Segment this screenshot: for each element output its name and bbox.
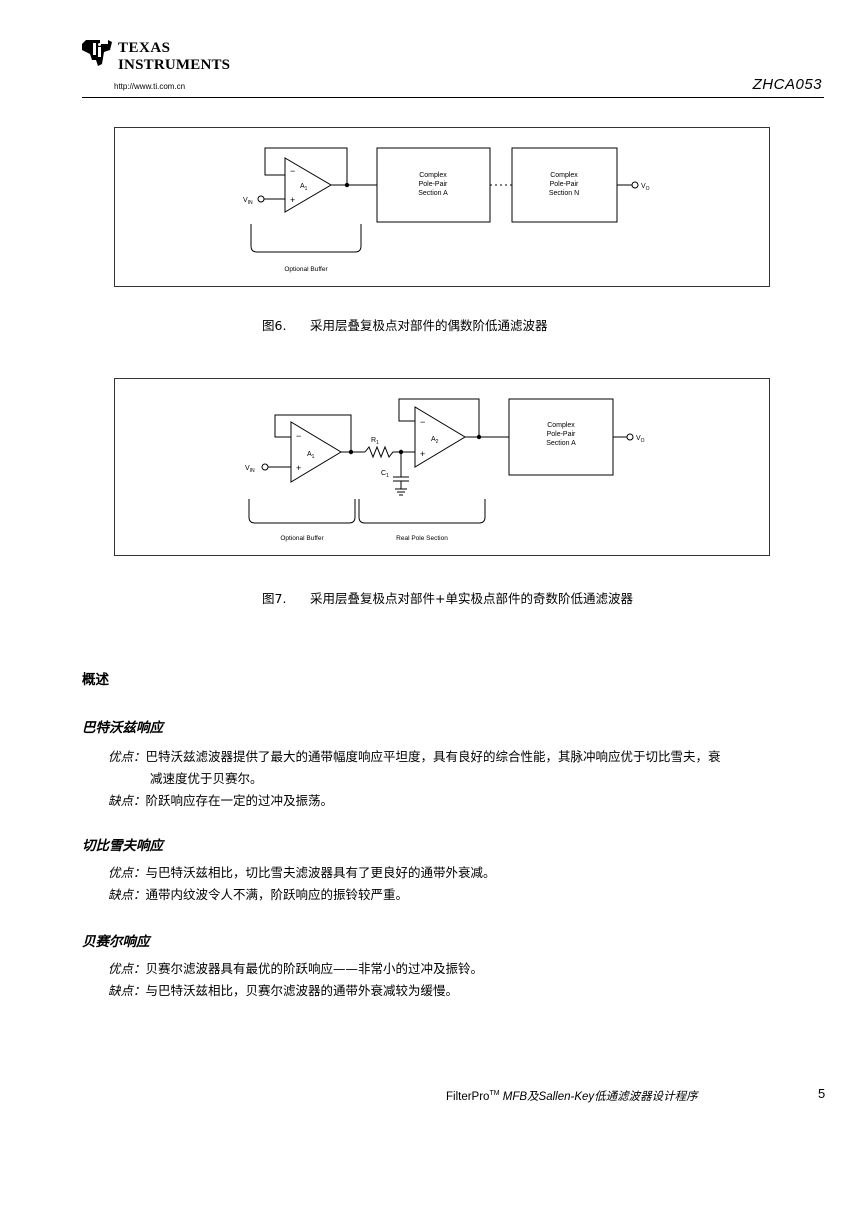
pros-label: 优点： bbox=[108, 865, 146, 880]
pros-text: 巴特沃兹滤波器提供了最大的通带幅度响应平坦度，具有良好的综合性能，其脉冲响应优于… bbox=[145, 749, 721, 764]
svg-text:Section A: Section A bbox=[546, 440, 576, 447]
bessel-pros: 优点：贝赛尔滤波器具有最优的阶跃响应——非常小的过冲及振铃。 bbox=[108, 958, 828, 980]
cons-text: 通带内纹波令人不满，阶跃响应的振铃较严重。 bbox=[145, 887, 409, 902]
header-url[interactable]: http://www.ti.com.cn bbox=[114, 82, 186, 91]
pros-label: 优点： bbox=[108, 961, 146, 976]
fig6-plus: + bbox=[290, 195, 295, 205]
fig7-opamp1-minus: − bbox=[296, 431, 301, 441]
fig6-block-a-label: Complex Pole-Pair Section A bbox=[418, 172, 448, 197]
fig6-minus: − bbox=[290, 166, 295, 176]
fig7-caption-text: 采用层叠复极点对部件+单实极点部件的奇数阶低通滤波器 bbox=[310, 591, 633, 606]
fig6-buffer-label: Optional Buffer bbox=[284, 266, 328, 273]
page-number: 5 bbox=[818, 1086, 826, 1101]
bessel-title: 贝赛尔响应 bbox=[82, 934, 150, 950]
fig7-block-a-label: Complex Pole-Pair Section A bbox=[546, 422, 576, 447]
svg-text:VO: VO bbox=[641, 183, 650, 192]
ti-logo-icon bbox=[82, 40, 112, 66]
butterworth-cons: 缺点：阶跃响应存在一定的过冲及振荡。 bbox=[108, 790, 828, 812]
pros-text-cont: 减速度优于贝赛尔。 bbox=[150, 771, 263, 786]
bessel-cons: 缺点：与巴特沃兹相比，贝赛尔滤波器的通带外衰减较为缓慢。 bbox=[108, 980, 828, 1002]
svg-text:Pole-Pair: Pole-Pair bbox=[547, 431, 576, 438]
svg-text:VIN: VIN bbox=[245, 465, 255, 474]
fig6-block-n-label: Complex Pole-Pair Section N bbox=[549, 172, 579, 197]
svg-text:A2: A2 bbox=[431, 436, 439, 445]
pros-label: 优点： bbox=[108, 749, 146, 764]
svg-text:Complex: Complex bbox=[547, 422, 575, 429]
cons-text: 阶跃响应存在一定的过冲及振荡。 bbox=[145, 793, 334, 808]
svg-text:Section N: Section N bbox=[549, 190, 579, 197]
fig6-caption-text: 采用层叠复极点对部件的偶数阶低通滤波器 bbox=[310, 318, 548, 333]
fig6-caption-num: 图6. bbox=[262, 318, 287, 333]
footer-tm: TM bbox=[489, 1090, 500, 1098]
cons-label: 缺点： bbox=[108, 793, 146, 808]
figure-7-diagram: − + A1 − + A2 R1 C1 VIN Complex Pole-Pai… bbox=[114, 378, 770, 556]
svg-text:Pole-Pair: Pole-Pair bbox=[419, 181, 448, 188]
chebyshev-pros: 优点：与巴特沃兹相比，切比雪夫滤波器具有了更良好的通带外衰减。 bbox=[108, 862, 828, 884]
fig6-vout-sub: O bbox=[646, 186, 650, 192]
figure-6-caption: 图6. 采用层叠复极点对部件的偶数阶低通滤波器 bbox=[262, 315, 548, 334]
fig7-realpole-label: Real Pole Section bbox=[396, 535, 448, 542]
pros-text: 与巴特沃兹相比，切比雪夫滤波器具有了更良好的通带外衰减。 bbox=[145, 865, 496, 880]
fig6-opamp-label: A bbox=[300, 183, 305, 190]
butterworth-title: 巴特沃兹响应 bbox=[82, 720, 163, 736]
fig7-opamp2-sub: 2 bbox=[436, 439, 439, 445]
svg-text:Pole-Pair: Pole-Pair bbox=[550, 181, 579, 188]
svg-text:VO: VO bbox=[636, 435, 645, 444]
fig6-vin-label: V bbox=[243, 197, 248, 204]
fig7-r-label: R bbox=[371, 437, 376, 444]
fig7-caption-num: 图7. bbox=[262, 591, 287, 606]
fig7-c-label: C bbox=[381, 470, 386, 477]
overview-title: 概述 bbox=[82, 672, 109, 688]
fig7-buffer-label: Optional Buffer bbox=[280, 535, 324, 542]
fig7-vout-label: V bbox=[636, 435, 641, 442]
butterworth-pros: 优点：巴特沃兹滤波器提供了最大的通带幅度响应平坦度，具有良好的综合性能，其脉冲响… bbox=[108, 746, 828, 790]
header-rule bbox=[82, 97, 824, 98]
fig7-opamp1-label: A bbox=[307, 451, 312, 458]
brand-instruments: INSTRUMENTS bbox=[118, 57, 231, 73]
svg-text:Complex: Complex bbox=[550, 172, 578, 179]
doc-id: ZHCA053 bbox=[752, 76, 822, 93]
svg-text:A1: A1 bbox=[307, 451, 315, 460]
cons-label: 缺点： bbox=[108, 983, 146, 998]
brand-texas: TEXAS bbox=[118, 40, 171, 56]
chebyshev-cons: 缺点：通带内纹波令人不满，阶跃响应的振铃较严重。 bbox=[108, 884, 828, 906]
chebyshev-title: 切比雪夫响应 bbox=[82, 838, 163, 854]
footer-product: FilterPro bbox=[446, 1091, 490, 1103]
fig7-r-sub: 1 bbox=[376, 440, 379, 446]
figure-7-caption: 图7. 采用层叠复极点对部件+单实极点部件的奇数阶低通滤波器 bbox=[262, 588, 633, 607]
figure-6-diagram: − + A1 VIN Complex Pole-Pair Section A C… bbox=[114, 127, 770, 287]
footer-title-italic: MFB及Sallen-Key低通滤波器设计程序 bbox=[502, 1091, 698, 1103]
fig7-opamp1-plus: + bbox=[296, 463, 301, 473]
fig7-opamp2-plus: + bbox=[420, 449, 425, 459]
fig7-vout-sub: O bbox=[641, 438, 645, 444]
pros-text: 贝赛尔滤波器具有最优的阶跃响应——非常小的过冲及振铃。 bbox=[145, 961, 484, 976]
svg-text:C1: C1 bbox=[381, 470, 389, 479]
footer-title: FilterProTM MFB及Sallen-Key低通滤波器设计程序 bbox=[446, 1088, 698, 1104]
svg-text:Complex: Complex bbox=[419, 172, 447, 179]
fig7-vin-label: V bbox=[245, 465, 250, 472]
fig7-vin-sub: IN bbox=[250, 468, 255, 474]
fig7-opamp1-sub: 1 bbox=[312, 454, 315, 460]
svg-text:Section A: Section A bbox=[418, 190, 448, 197]
fig6-opamp-sub: 1 bbox=[305, 186, 308, 192]
svg-text:R1: R1 bbox=[371, 437, 379, 446]
cons-text: 与巴特沃兹相比，贝赛尔滤波器的通带外衰减较为缓慢。 bbox=[145, 983, 459, 998]
svg-text:A1: A1 bbox=[300, 183, 308, 192]
fig6-vout-label: V bbox=[641, 183, 646, 190]
fig7-c-sub: 1 bbox=[386, 473, 389, 479]
fig7-opamp2-minus: − bbox=[420, 417, 425, 427]
fig7-opamp2-label: A bbox=[431, 436, 436, 443]
cons-label: 缺点： bbox=[108, 887, 146, 902]
svg-text:VIN: VIN bbox=[243, 197, 253, 206]
fig6-vin-sub: IN bbox=[248, 200, 253, 206]
